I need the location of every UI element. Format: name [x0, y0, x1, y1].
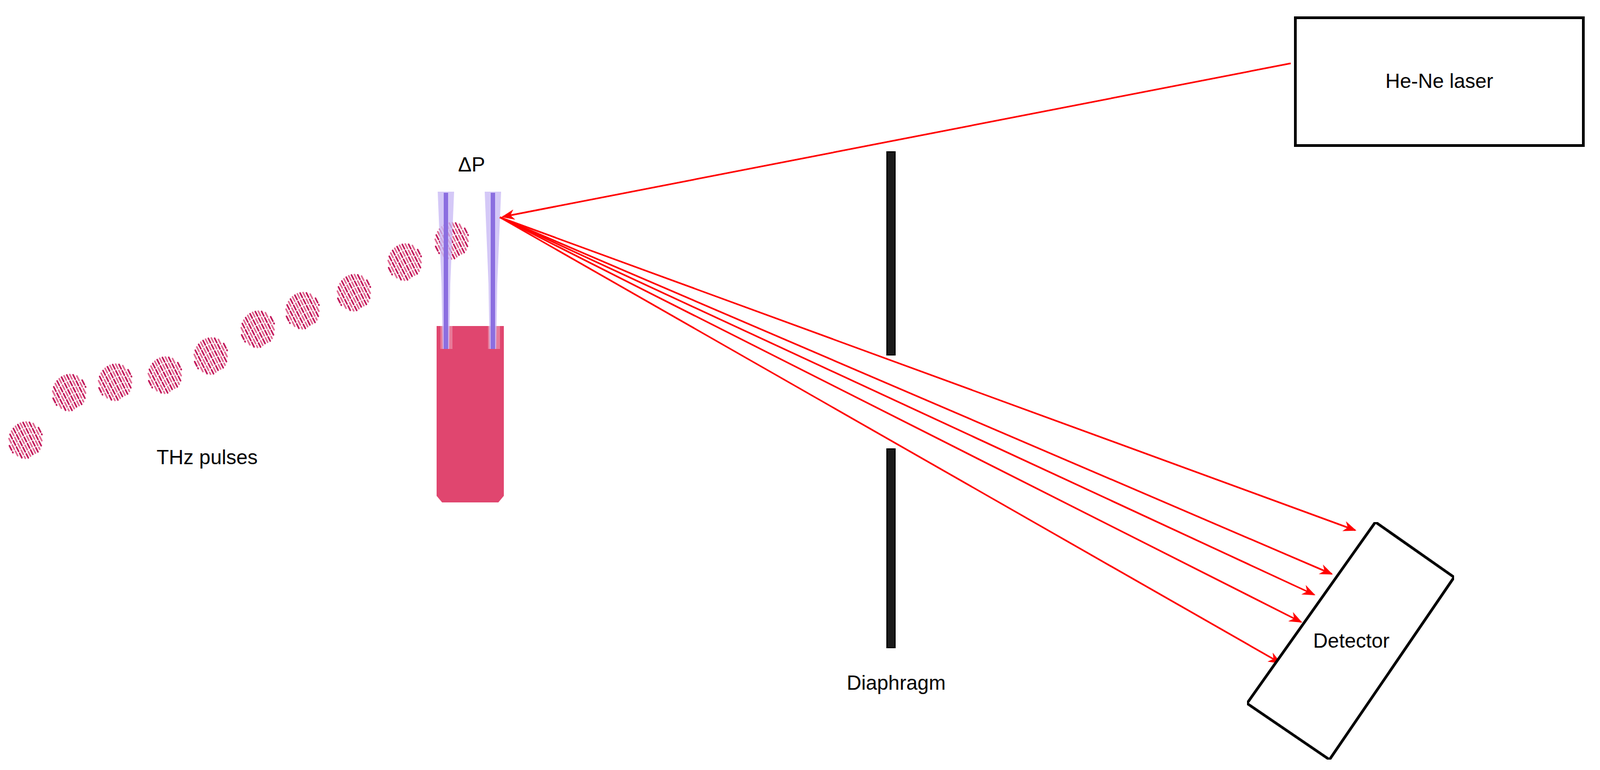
pulse-stroke	[59, 379, 75, 410]
pulse-stroke	[73, 374, 86, 399]
pulse-stroke	[81, 380, 86, 388]
pulse-stroke	[99, 376, 112, 400]
pulse-stroke	[394, 248, 410, 280]
light-ray	[500, 217, 1302, 623]
pulse-stroke	[348, 275, 364, 307]
light-ray	[500, 217, 1281, 664]
pulse-stroke	[366, 280, 370, 288]
pulse-stroke	[33, 424, 43, 443]
pulse-stroke	[218, 339, 228, 358]
pulse-stroke	[361, 276, 372, 295]
pulse-stroke	[297, 293, 313, 325]
pulse-stroke	[389, 256, 402, 280]
pulse-stroke	[205, 339, 221, 370]
diffracted-rays	[500, 217, 1356, 664]
thz-pulses	[9, 222, 469, 459]
detector-box: Detector	[1246, 522, 1455, 761]
diaphragm-blade	[886, 449, 896, 649]
pulse-stroke	[109, 365, 126, 397]
pulse-stroke	[77, 376, 87, 395]
pulse-stroke	[122, 366, 133, 385]
pulse-stroke	[306, 292, 319, 317]
diaphragm-blade	[886, 151, 896, 356]
pulse-stroke	[26, 422, 40, 450]
pulse-stroke	[247, 315, 263, 347]
light-ray	[500, 217, 1356, 531]
pulse-stroke	[127, 369, 132, 378]
pulse-stroke	[38, 427, 42, 435]
pulse-stroke	[149, 369, 162, 393]
pulse-stroke	[405, 244, 420, 272]
pulse-stroke	[455, 222, 468, 247]
pulse-stroke	[292, 297, 308, 328]
pulse-label: THz pulses	[156, 445, 258, 470]
node-label: He-Ne laser	[1385, 69, 1493, 94]
pulse-stroke	[165, 357, 180, 385]
pulse-stroke	[343, 279, 360, 310]
pressure-label: ΔP	[457, 153, 485, 178]
pulse-stroke	[315, 298, 319, 306]
pulse-stroke	[53, 386, 66, 411]
pulse-stroke	[168, 357, 181, 381]
pulse-stroke	[119, 364, 132, 388]
pulse-stroke	[223, 343, 227, 351]
pulse-stroke	[195, 350, 208, 374]
capillary-core	[443, 192, 449, 350]
detector-outline	[1246, 522, 1455, 761]
capillary-tube	[437, 191, 455, 350]
pulse-stroke	[172, 359, 182, 378]
pulse-stroke	[459, 224, 469, 243]
sample-holder	[436, 326, 504, 503]
capillary-core	[490, 192, 496, 350]
laser-beam	[502, 63, 1291, 217]
pulse-stroke	[354, 274, 369, 303]
pulse-stroke	[69, 374, 84, 403]
node-label: Detector	[1313, 629, 1390, 654]
pulse-stroke	[399, 245, 415, 276]
pulse-stroke	[303, 292, 317, 321]
pulse-stroke	[310, 294, 320, 313]
pulse-stroke	[200, 342, 216, 374]
pulse-stroke	[242, 323, 255, 347]
pulse-stroke	[159, 358, 175, 390]
capillary-tube	[484, 191, 502, 350]
diaphragm-label: Diaphragm	[846, 671, 946, 696]
light-ray	[500, 217, 1332, 575]
pulse-stroke	[408, 244, 421, 268]
pulse-stroke	[464, 228, 468, 236]
pulse-stroke	[115, 364, 130, 392]
pulse-stroke	[338, 286, 351, 311]
pulse-stroke	[154, 361, 170, 393]
pulse-stroke	[270, 316, 274, 325]
pulse-stroke	[63, 375, 80, 407]
pulse-stroke	[412, 245, 422, 264]
pulse-stroke	[29, 422, 42, 446]
pulse-stroke	[252, 312, 268, 344]
pulse-stroke	[9, 434, 22, 458]
pulse-stroke	[177, 362, 181, 370]
pulse-stroke	[261, 311, 274, 335]
pulse-stroke	[20, 423, 36, 455]
pulse-stroke	[286, 304, 299, 329]
pulse-stroke	[452, 222, 467, 251]
pulse-stroke	[214, 338, 227, 362]
pulse-stroke	[104, 368, 121, 400]
pulse-stroke	[258, 311, 273, 339]
pulse-stroke	[265, 313, 275, 332]
pulse-stroke	[211, 338, 226, 366]
pulse-stroke	[15, 426, 31, 458]
pulse-stroke	[357, 274, 370, 299]
laser-box: He-Ne laser	[1293, 16, 1585, 147]
pulse-stroke	[417, 249, 421, 257]
light-ray	[500, 217, 1315, 596]
